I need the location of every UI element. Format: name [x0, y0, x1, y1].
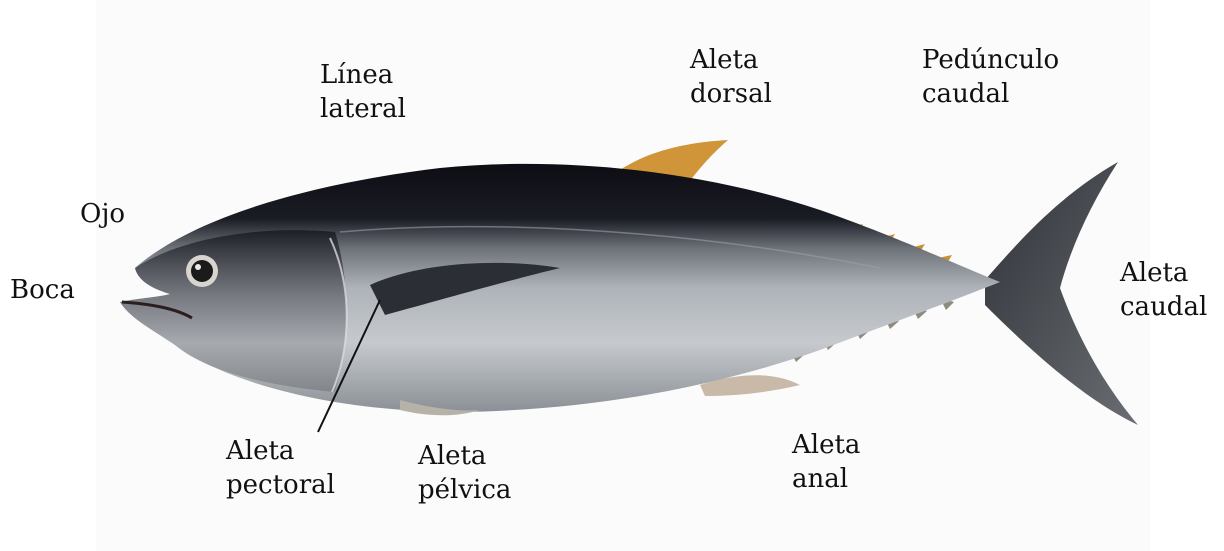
label-ojo: Ojo — [80, 197, 125, 231]
label-line: pélvica — [418, 473, 511, 507]
label-line: dorsal — [690, 77, 772, 111]
label-line: caudal — [922, 77, 1059, 111]
label-line: Línea — [320, 58, 406, 92]
label-aleta-caudal: Aleta caudal — [1120, 256, 1207, 324]
label-aleta-pelvica: Aleta pélvica — [418, 439, 511, 507]
label-aleta-pectoral: Aleta pectoral — [226, 434, 335, 502]
label-pedunculo-caudal: Pedúnculo caudal — [922, 43, 1059, 111]
label-linea-lateral: Línea lateral — [320, 58, 406, 126]
caudal-fin — [985, 162, 1138, 425]
label-line: Boca — [10, 273, 75, 307]
label-line: Aleta — [418, 439, 511, 473]
label-aleta-dorsal: Aleta dorsal — [690, 43, 772, 111]
label-line: Aleta — [792, 428, 860, 462]
label-line: Aleta — [690, 43, 772, 77]
label-line: Pedúnculo — [922, 43, 1059, 77]
label-line: Ojo — [80, 197, 125, 231]
label-line: anal — [792, 462, 860, 496]
label-line: caudal — [1120, 290, 1207, 324]
label-line: pectoral — [226, 468, 335, 502]
label-aleta-anal: Aleta anal — [792, 428, 860, 496]
eye — [186, 255, 218, 287]
label-line: Aleta — [1120, 256, 1207, 290]
label-boca: Boca — [10, 273, 75, 307]
label-line: Aleta — [226, 434, 335, 468]
label-line: lateral — [320, 92, 406, 126]
